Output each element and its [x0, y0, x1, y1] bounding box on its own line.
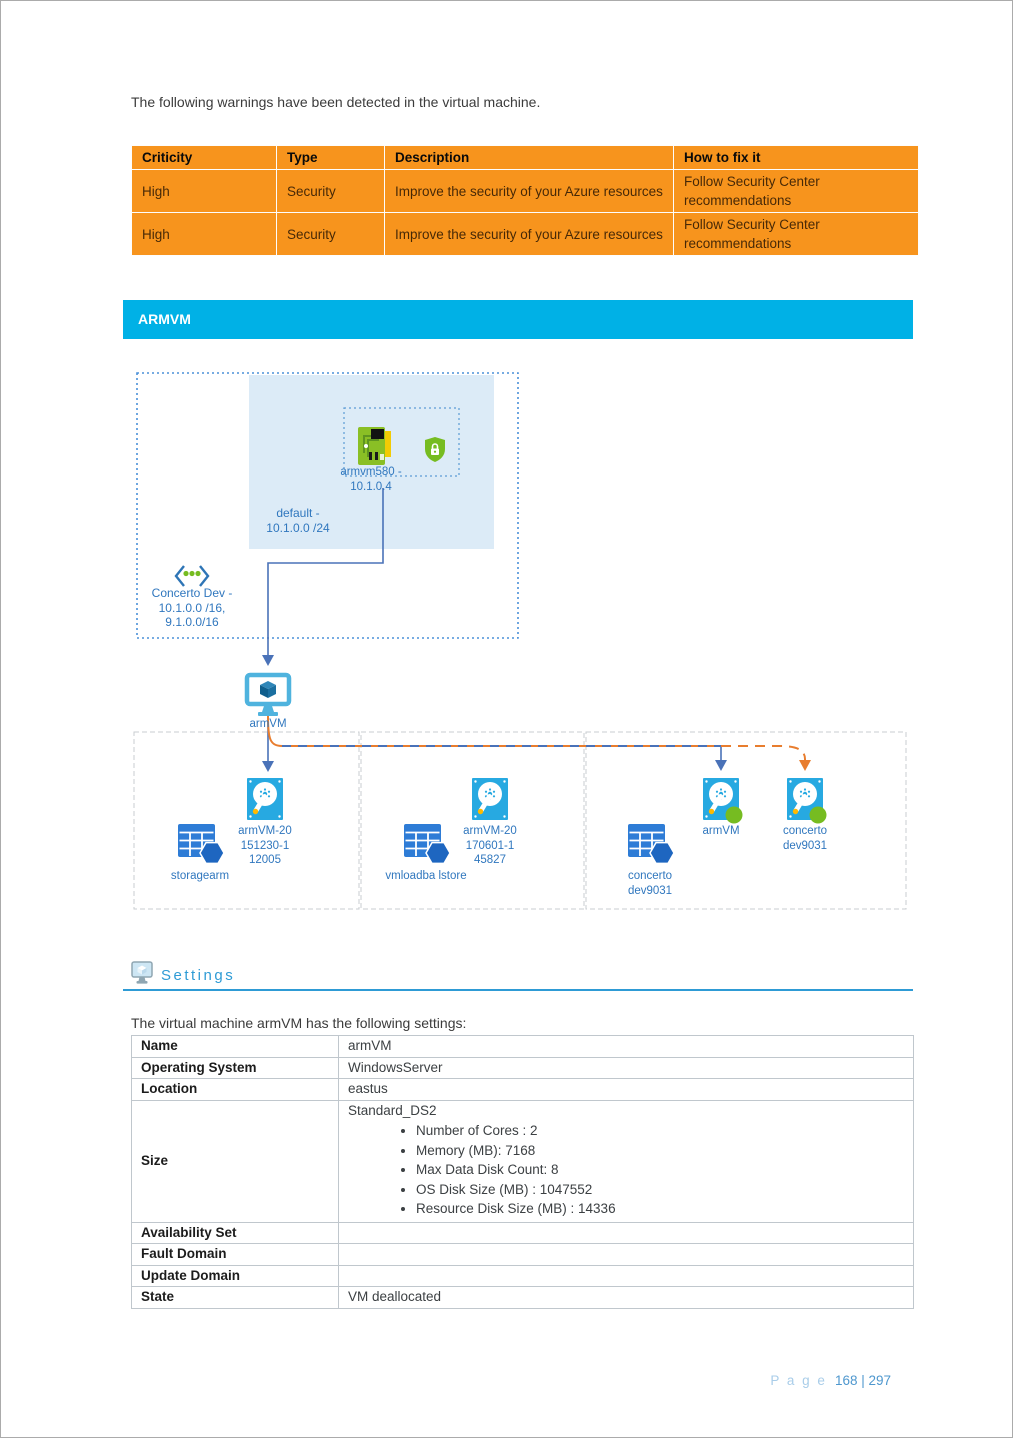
storage-label: vmloadba lstore [385, 870, 467, 882]
setting-label: Location [131, 1078, 339, 1101]
disk-label: armVM-20 151230-1 12005 [238, 825, 292, 866]
setting-label: Name [131, 1035, 339, 1058]
warning-description: Improve the security of your Azure resou… [384, 212, 674, 256]
storage-label: concerto dev9031 [627, 870, 673, 897]
settings-rule [123, 989, 913, 991]
warning-type: Security [276, 169, 385, 213]
page-label: P a g e [770, 1373, 827, 1388]
settings-monitor-icon [131, 961, 153, 993]
managed-disk-badge [725, 806, 743, 824]
disk-icon [472, 778, 508, 820]
size-detail: Resource Disk Size (MB) : 14336 [416, 1199, 904, 1219]
vnet-label: Concerto Dev - 10.1.0.0 /16, 9.1.0.0/16 [151, 586, 233, 629]
warning-type: Security [276, 212, 385, 256]
setting-label: Update Domain [131, 1264, 339, 1288]
setting-value [338, 1264, 914, 1288]
size-detail: Max Data Disk Count: 8 [416, 1160, 904, 1180]
nic-label: armvm580 - 10.1.0.4 [340, 466, 402, 493]
storage-account-icon [177, 823, 225, 865]
warning-criticity: High [131, 169, 277, 213]
setting-value: VM deallocated [338, 1286, 914, 1309]
settings-section-title: Settings [161, 967, 236, 984]
col-criticity: Criticity [131, 145, 277, 170]
size-detail: Memory (MB): 7168 [416, 1141, 904, 1161]
nic-box [343, 407, 460, 477]
col-type: Type [276, 145, 385, 170]
settings-row-size: Size Standard_DS2 Number of Cores : 2 Me… [131, 1099, 914, 1223]
setting-value: armVM [338, 1035, 914, 1058]
managed-disk-badge [809, 806, 827, 824]
page-number: 168 | 297 [834, 1373, 891, 1388]
section-banner: ARMVM [123, 300, 913, 339]
vm-data-lines [267, 715, 811, 771]
warnings-header-row: Criticity Type Description How to fix it [131, 145, 919, 170]
vm-monitor-icon [244, 672, 292, 716]
settings-row: Location eastus [131, 1078, 914, 1101]
size-details-list: Number of Cores : 2 Memory (MB): 7168 Ma… [348, 1121, 904, 1219]
col-description: Description [384, 145, 674, 170]
settings-row: Update Domain [131, 1264, 914, 1288]
storage-label: storagearm [170, 870, 230, 882]
warning-row: High Security Improve the security of yo… [131, 169, 919, 213]
warnings-table: Criticity Type Description How to fix it… [131, 145, 919, 256]
diagram-canvas [133, 372, 907, 910]
vnet-icon [174, 565, 210, 587]
settings-row: Availability Set [131, 1221, 914, 1245]
warning-fix: Follow Security Center recommendations [673, 169, 919, 213]
col-howtofix: How to fix it [673, 145, 919, 170]
warnings-intro: The following warnings have been detecte… [131, 94, 541, 110]
setting-label: Fault Domain [131, 1243, 339, 1266]
settings-row: Name armVM [131, 1035, 914, 1058]
resource-box-3 [585, 731, 907, 910]
setting-label: Availability Set [131, 1221, 339, 1245]
vnet-box [136, 372, 519, 639]
settings-row: Fault Domain [131, 1243, 914, 1266]
size-sku: Standard_DS2 [348, 1102, 437, 1118]
setting-value: Standard_DS2 Number of Cores : 2 Memory … [338, 1099, 914, 1223]
warning-fix: Follow Security Center recommendations [673, 212, 919, 256]
warning-description: Improve the security of your Azure resou… [384, 169, 674, 213]
settings-intro: The virtual machine armVM has the follow… [131, 1015, 467, 1031]
architecture-diagram: armvm580 - 10.1.0.4 default - 10.1.0.0 /… [126, 361, 916, 921]
setting-value: WindowsServer [338, 1056, 914, 1079]
subnet-label: default - 10.1.0.0 /24 [266, 506, 330, 535]
size-detail: OS Disk Size (MB) : 1047552 [416, 1180, 904, 1200]
setting-value [338, 1221, 914, 1245]
storage-account-icon [627, 823, 675, 865]
settings-table: Name armVM Operating System WindowsServe… [131, 1035, 914, 1309]
disk-label: concerto dev9031 [782, 825, 828, 852]
disk-label: armVM [702, 825, 740, 837]
nic-icon [358, 427, 391, 465]
setting-label: State [131, 1286, 339, 1309]
setting-value: eastus [338, 1078, 914, 1101]
size-detail: Number of Cores : 2 [416, 1121, 904, 1141]
warning-criticity: High [131, 212, 277, 256]
storage-account-icon [403, 823, 451, 865]
disk-icon [247, 778, 283, 820]
setting-value [338, 1243, 914, 1266]
nic-to-vm-line [262, 488, 384, 666]
settings-row: Operating System WindowsServer [131, 1056, 914, 1079]
resource-box-1 [133, 731, 360, 910]
setting-label: Operating System [131, 1056, 339, 1079]
settings-row: State VM deallocated [131, 1286, 914, 1309]
nsg-shield-icon [425, 437, 445, 462]
setting-label: Size [131, 1099, 339, 1223]
disk-label: armVM-20 170601-1 45827 [463, 825, 517, 866]
page-footer: P a g e 168 | 297 [770, 1373, 891, 1388]
warning-row: High Security Improve the security of yo… [131, 212, 919, 256]
vm-label: armVM [249, 718, 287, 730]
